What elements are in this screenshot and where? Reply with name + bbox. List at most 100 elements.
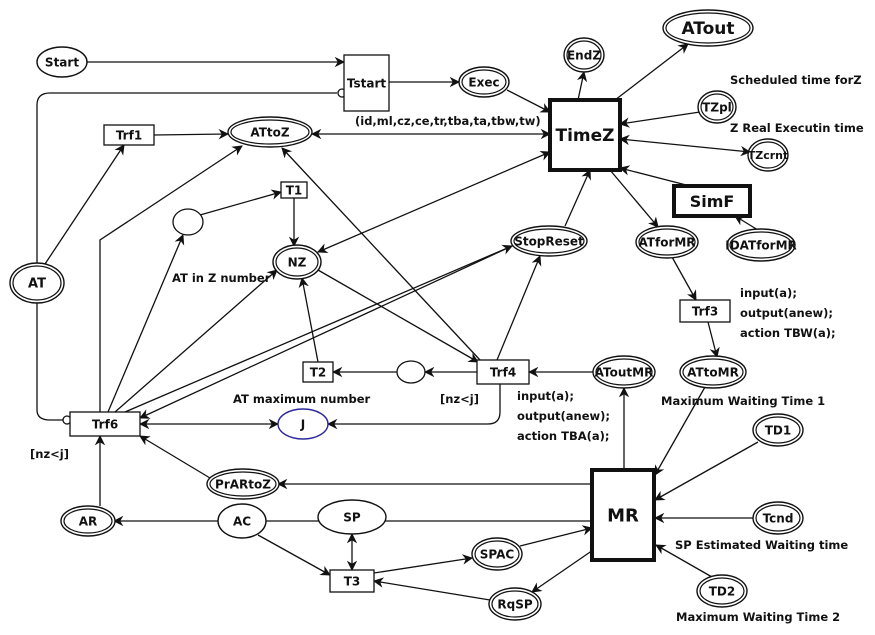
arc — [576, 70, 588, 101]
arc — [614, 43, 689, 101]
place-label: NZ — [288, 255, 307, 269]
place-attoz[interactable]: ATtoZ — [227, 116, 313, 148]
arc — [618, 134, 752, 157]
label-sp-est-wait: SP Estimated Waiting time — [675, 538, 848, 552]
place-start[interactable]: Start — [36, 46, 88, 78]
trf4-code-3: action TBA(a); — [517, 429, 610, 443]
place-label: Tcnd — [763, 511, 794, 525]
place-label: ATtoZ — [250, 125, 290, 139]
transition-label: T1 — [286, 183, 303, 197]
place-label: IDATforMR — [725, 238, 797, 252]
transition-trf1[interactable]: Trf1 — [103, 124, 155, 146]
transition-label: MR — [607, 505, 639, 526]
arc — [618, 165, 691, 187]
transition-t3[interactable]: T3 — [329, 569, 375, 593]
place-label: PrARtoZ — [215, 477, 271, 491]
place-unnamed[interactable] — [396, 360, 426, 384]
arc — [373, 554, 474, 574]
arc — [734, 215, 759, 231]
place-exec[interactable]: Exec — [458, 66, 510, 98]
arc — [36, 92, 337, 263]
arc — [281, 147, 481, 361]
place-label: RqSP — [497, 597, 532, 611]
annotations: (id,ml,cz,ce,tr,tba,ta,tbw,tw) Scheduled… — [30, 73, 864, 624]
place-label: ATforMR — [638, 235, 695, 249]
place-label: EndZ — [567, 48, 601, 62]
place-attomr[interactable]: ATtoMR — [679, 355, 747, 389]
place-endz[interactable]: EndZ — [563, 37, 605, 73]
arc — [44, 144, 125, 265]
place-tzpl[interactable]: TZpl — [697, 90, 737, 124]
transition-tstart[interactable]: Tstart — [343, 54, 390, 112]
arc — [36, 303, 63, 421]
label-at-in-z: AT in Z number — [172, 271, 271, 285]
transition-trf3[interactable]: Trf3 — [679, 299, 731, 323]
place-label: AR — [79, 514, 98, 528]
transition-label: Tstart — [347, 76, 386, 90]
arcs — [36, 43, 759, 601]
place-label: SPAC — [480, 547, 515, 561]
label-max-wait-1: Maximum Waiting Time 1 — [661, 394, 825, 408]
place-label: SP — [343, 510, 361, 524]
place-label: TD2 — [709, 584, 736, 598]
transition-timez[interactable]: TimeZ — [548, 98, 622, 172]
guard-trf4: [nz<j] — [440, 392, 479, 406]
place-unnamed[interactable] — [172, 208, 204, 236]
label-scheduled-time: Scheduled time forZ — [730, 73, 862, 87]
arc — [257, 534, 331, 576]
place-td1[interactable]: TD1 — [752, 413, 804, 447]
place-sp[interactable]: SP — [317, 499, 387, 535]
transition-trf4[interactable]: Trf4 — [476, 359, 530, 385]
arc — [707, 321, 720, 359]
arc — [317, 269, 479, 363]
transition-label: Trf6 — [92, 417, 118, 431]
transition-label: SimF — [690, 192, 735, 211]
place-label: StopReset — [514, 234, 584, 248]
place-ac[interactable]: AC — [217, 503, 267, 539]
place-atoutmr[interactable]: AToutMR — [592, 355, 656, 389]
place-td2[interactable]: TD2 — [696, 574, 748, 608]
transition-mr[interactable]: MR — [590, 468, 656, 562]
place-stopreset[interactable]: StopReset — [510, 225, 588, 257]
arc — [124, 244, 513, 413]
arc — [671, 256, 697, 301]
place-tcnd[interactable]: Tcnd — [752, 501, 804, 535]
place-idatformr[interactable]: IDATforMR — [725, 228, 797, 262]
label-real-exec-time: Z Real Executin time — [730, 121, 864, 135]
transition-label: T3 — [344, 574, 361, 588]
label-max-wait-2: Maximum Waiting Time 2 — [676, 610, 840, 624]
place-nz[interactable]: NZ — [272, 244, 322, 280]
place-prartoz[interactable]: PrARtoZ — [206, 468, 280, 500]
transition-simf[interactable]: SimF — [672, 184, 752, 218]
arc-label-tuple: (id,ml,cz,ce,tr,tba,ta,tbw,tw) — [355, 114, 541, 128]
trf4-code-1: input(a); — [517, 389, 574, 403]
place-label: Exec — [468, 75, 499, 89]
arc — [564, 169, 591, 227]
place-atformr[interactable]: ATforMR — [635, 225, 699, 259]
arc — [496, 255, 542, 361]
place-rqsp[interactable]: RqSP — [488, 587, 542, 621]
place-label: AT — [28, 277, 46, 292]
place-tzcrnt[interactable]: TZcrnt — [747, 138, 789, 172]
arc — [298, 276, 319, 363]
place-atout[interactable]: ATout — [662, 9, 754, 47]
transition-label: Trf3 — [692, 304, 718, 318]
trf4-code-2: output(anew); — [517, 409, 610, 423]
label-at-max: AT maximum number — [233, 392, 371, 406]
arc — [519, 525, 594, 547]
arc — [531, 547, 597, 593]
transition-t1[interactable]: T1 — [280, 181, 308, 199]
arc — [139, 435, 211, 479]
trf3-code-2: output(anew); — [740, 306, 833, 320]
transition-t2[interactable]: T2 — [302, 361, 334, 383]
transition-trf6[interactable]: Trf6 — [69, 411, 141, 437]
place-label: J — [300, 417, 305, 431]
arc — [654, 441, 759, 501]
transition-label: T2 — [310, 365, 327, 379]
place-at[interactable]: AT — [9, 262, 65, 304]
place-spac[interactable]: SPAC — [471, 537, 523, 571]
place-ar[interactable]: AR — [60, 505, 116, 537]
place-j[interactable]: J — [277, 408, 329, 440]
